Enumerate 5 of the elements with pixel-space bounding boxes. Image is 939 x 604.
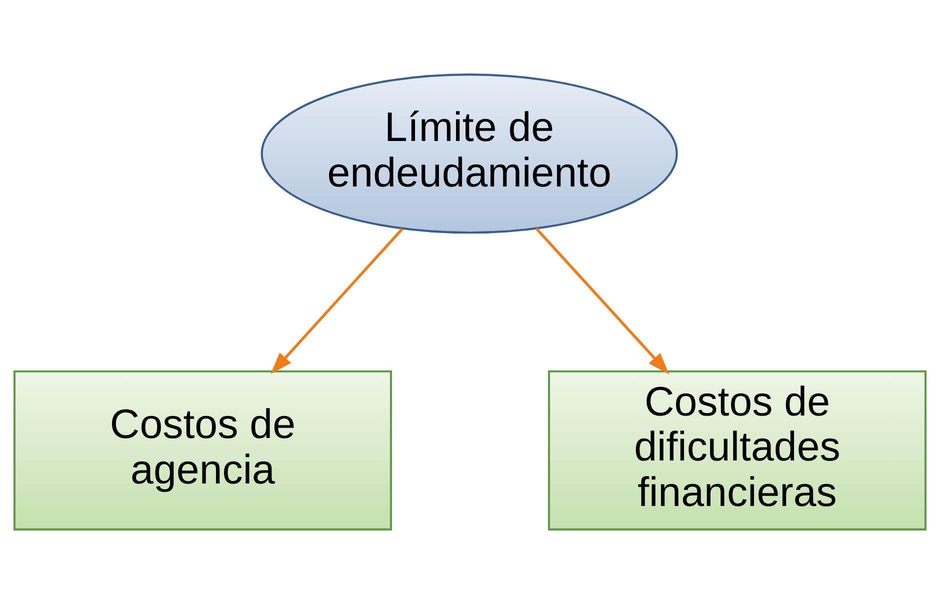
arrow — [534, 228, 669, 374]
node-ellipse: Límite de endeudamiento — [260, 74, 678, 234]
node-box: Costos de dificultades financieras — [547, 370, 926, 530]
node-box: Costos de agencia — [12, 370, 392, 530]
arrow — [270, 228, 403, 374]
